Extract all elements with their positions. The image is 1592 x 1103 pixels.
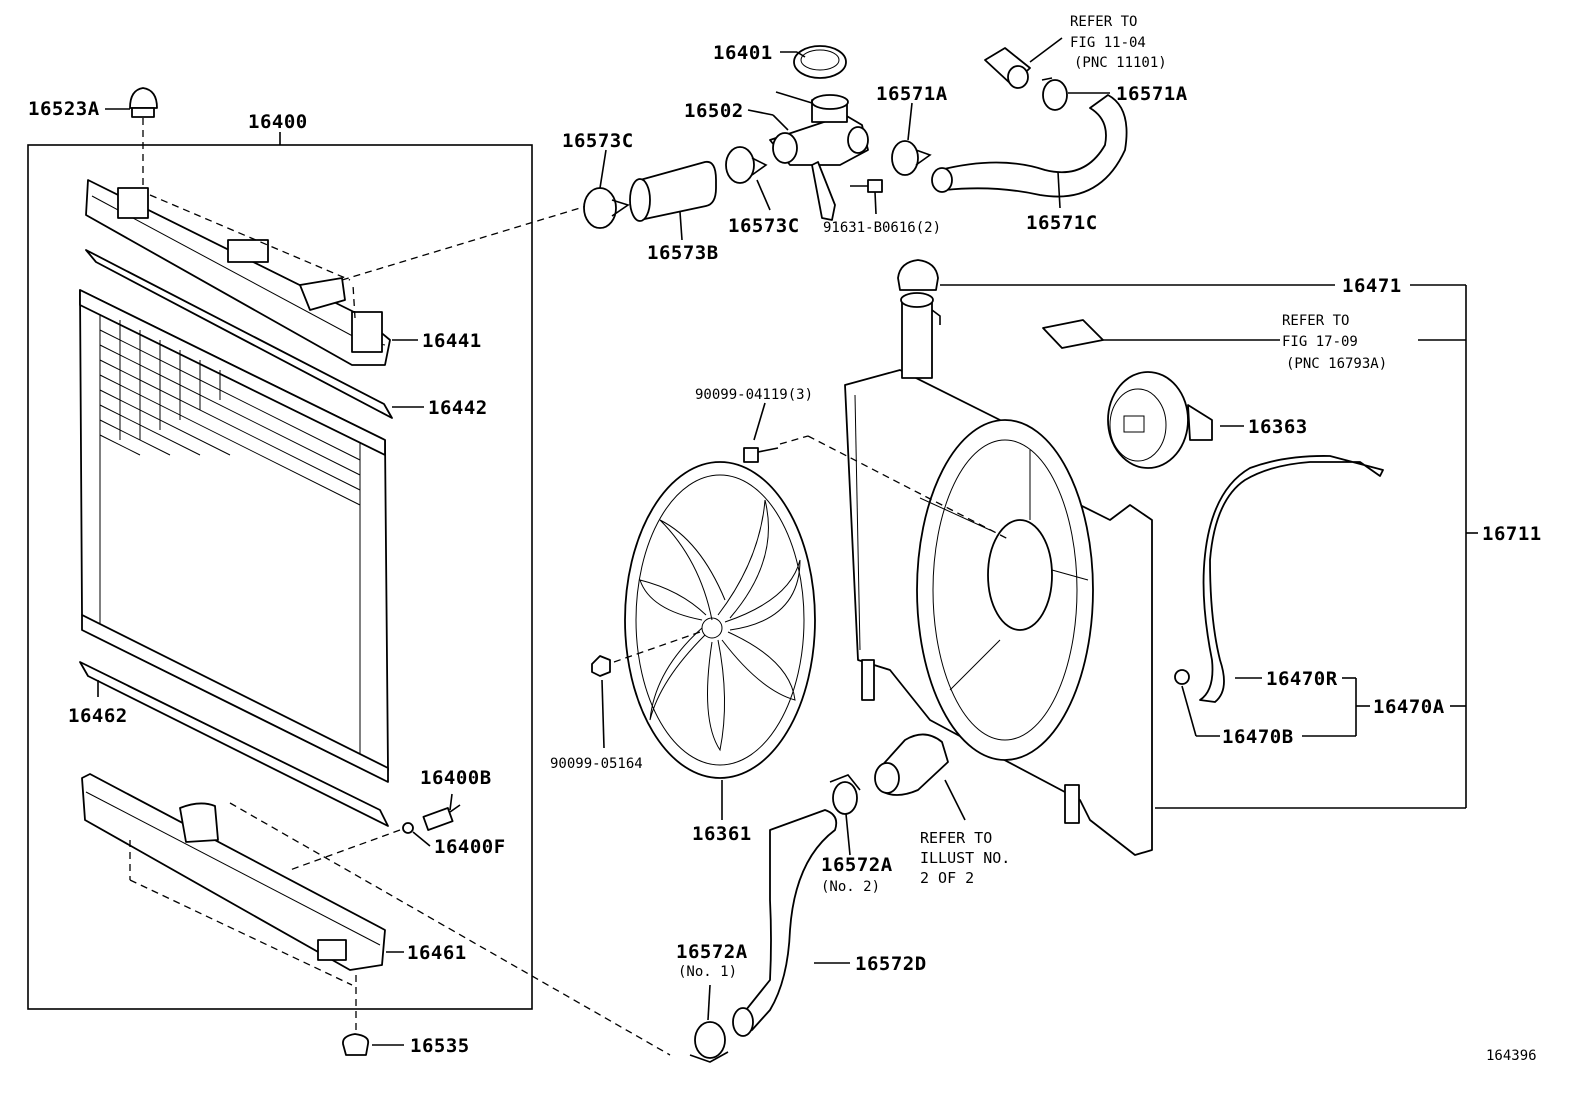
label-16441: 16441 — [422, 330, 482, 352]
lower-hose-clamp-no1 — [689, 1021, 729, 1063]
upper-tank-gasket — [85, 249, 393, 419]
label-16502: 16502 — [684, 100, 744, 122]
fan-screw — [743, 447, 779, 463]
label-16523A: 16523A — [28, 98, 100, 120]
note-refer-11-04-line3: (PNC 11101) — [1074, 55, 1167, 71]
note-refer-11-04-line2: FIG 11-04 — [1070, 35, 1146, 51]
drain-cock — [422, 804, 461, 831]
label-16361: 16361 — [692, 823, 752, 845]
fan-shroud — [844, 292, 1153, 856]
lower-outlet-pipe — [874, 733, 949, 796]
fan-motor — [1107, 371, 1213, 469]
label-no2: (No. 2) — [821, 879, 880, 895]
label-16571C: 16571C — [1026, 212, 1098, 234]
label-16572A-no1: 16572A — [676, 941, 748, 963]
label-16400B: 16400B — [420, 767, 492, 789]
note-refer-illust-line1: REFER TO — [920, 829, 992, 847]
lower-hose-clamp-no2 — [829, 774, 861, 815]
label-16400F: 16400F — [434, 836, 506, 858]
upper-radiator-tank — [85, 179, 391, 366]
label-16400: 16400 — [248, 111, 308, 133]
bolt-91631 — [850, 179, 883, 193]
radiator-cap-plug — [129, 87, 158, 118]
outlet-pipe — [984, 47, 1031, 89]
label-90099-04119: 90099-04119(3) — [695, 387, 813, 403]
lower-radiator-tank — [81, 773, 386, 971]
label-16711: 16711 — [1482, 523, 1542, 545]
label-16401: 16401 — [713, 42, 773, 64]
upper-hose — [629, 160, 717, 222]
cooling-fan — [624, 461, 816, 779]
label-16471: 16471 — [1342, 275, 1402, 297]
label-16571A-left: 16571A — [876, 83, 948, 105]
reservoir-cap — [897, 259, 939, 291]
figure-id: 164396 — [1486, 1048, 1537, 1064]
note-refer-17-09-line1: REFER TO — [1282, 313, 1349, 329]
label-16442: 16442 — [428, 397, 488, 419]
drain-o-ring — [402, 822, 414, 834]
label-16571A-right: 16571A — [1116, 83, 1188, 105]
hose-clamp-left — [583, 187, 630, 229]
label-16572D: 16572D — [855, 953, 927, 975]
note-refer-illust-line2: ILLUST NO. — [920, 849, 1010, 867]
filler-neck — [769, 91, 869, 221]
lower-tank-gasket — [79, 661, 389, 827]
radiator-cap — [793, 45, 847, 79]
overflow-hose — [931, 94, 1128, 198]
label-91631: 91631-B0616(2) — [823, 220, 941, 236]
label-16470B: 16470B — [1222, 726, 1294, 748]
fan-wiring-harness — [1174, 455, 1384, 703]
note-refer-17-09-line3: (PNC 16793A) — [1286, 356, 1387, 372]
note-refer-11-04-line1: REFER TO — [1070, 14, 1137, 30]
lower-hose — [732, 809, 838, 1037]
label-16573C-left: 16573C — [562, 130, 634, 152]
label-no1: (No. 1) — [678, 964, 737, 980]
label-16535: 16535 — [410, 1035, 470, 1057]
clamp-16571A-left — [891, 140, 932, 176]
note-refer-illust-line3: 2 OF 2 — [920, 869, 974, 887]
label-16461: 16461 — [407, 942, 467, 964]
label-16573B: 16573B — [647, 242, 719, 264]
clamp-16571A-right — [1041, 77, 1068, 111]
fan-nut — [591, 655, 611, 677]
label-16572A-no2: 16572A — [821, 854, 893, 876]
label-16470R: 16470R — [1266, 668, 1338, 690]
hose-clamp-right — [725, 146, 768, 184]
label-16470A: 16470A — [1373, 696, 1445, 718]
label-90099-05164: 90099-05164 — [550, 756, 643, 772]
radiator-core — [79, 289, 389, 783]
note-refer-17-09-line2: FIG 17-09 — [1282, 334, 1358, 350]
caution-label — [1042, 319, 1104, 349]
lower-cushion — [342, 1033, 370, 1056]
label-16363: 16363 — [1248, 416, 1308, 438]
label-16573C-right: 16573C — [728, 215, 800, 237]
label-16462: 16462 — [68, 705, 128, 727]
